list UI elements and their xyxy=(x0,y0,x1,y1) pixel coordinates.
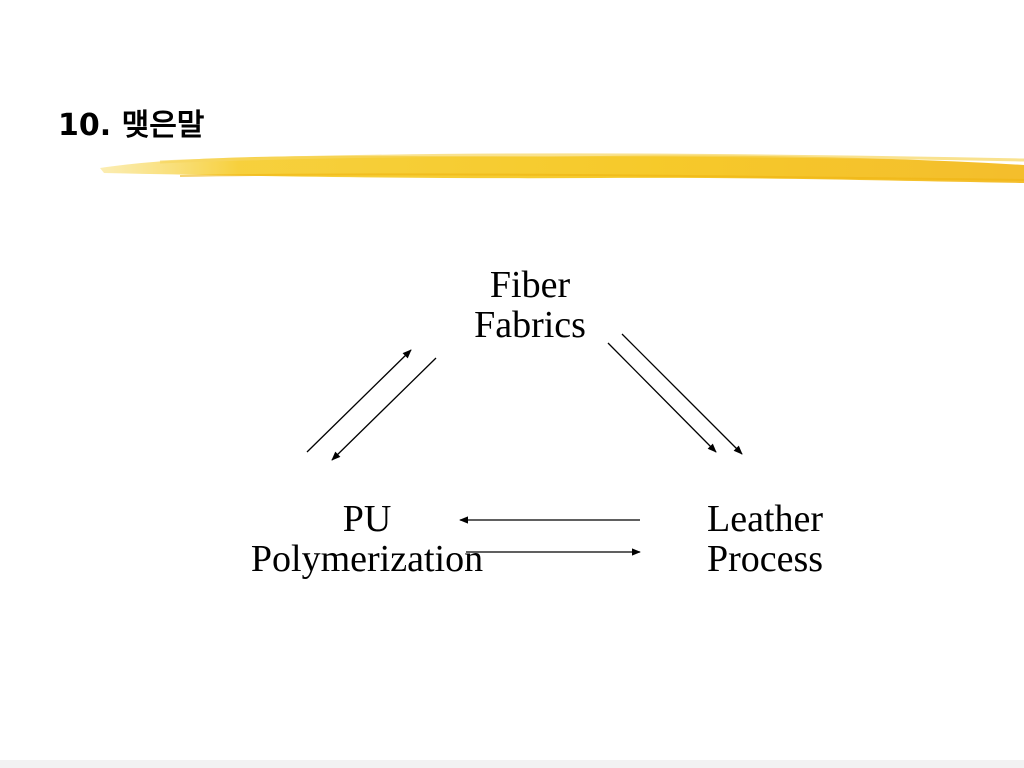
node-pu-polymerization: PU Polymerization xyxy=(217,499,517,579)
node-leather-process: Leather Process xyxy=(680,499,850,579)
node-leather-line-2: Process xyxy=(706,538,824,580)
node-fiber-line-1: Fiber xyxy=(489,264,571,306)
node-fiber-fabrics: Fiber Fabrics xyxy=(430,265,630,345)
node-fiber-line-2: Fabrics xyxy=(474,304,586,346)
arrow-fiber-to-pu xyxy=(331,357,437,461)
slide-bottom-edge xyxy=(0,760,1024,768)
arrow-fiber-to-leather-2 xyxy=(621,333,743,455)
slide-title: 10. 맺은말 xyxy=(58,108,205,143)
node-pu-line-1: PU xyxy=(342,498,392,540)
arrow-pu-to-fiber xyxy=(306,349,412,453)
node-leather-line-1: Leather xyxy=(706,498,824,540)
arrow-fiber-to-leather-1 xyxy=(607,342,717,453)
node-pu-line-2: Polymerization xyxy=(250,538,484,580)
